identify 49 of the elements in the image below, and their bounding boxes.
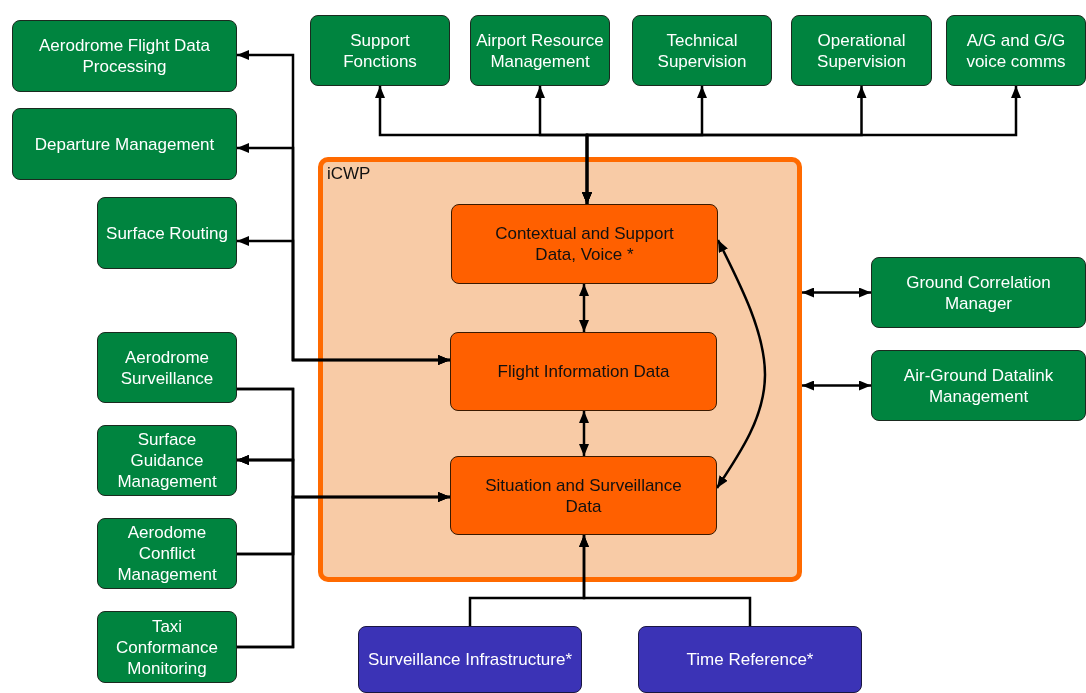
process-box <box>470 15 610 86</box>
process-box <box>946 15 1086 86</box>
box-label: Contextual and Support Data, Voice * <box>494 223 675 265</box>
box-label: Airport Resource Management <box>475 29 605 72</box>
process-box <box>638 626 862 693</box>
process-box <box>97 518 237 589</box>
process-box <box>97 197 237 269</box>
process-box <box>358 626 582 693</box>
box-label: Departure Management <box>33 133 216 155</box>
box-label: Aerodome Conflict Management <box>116 522 218 585</box>
process-box <box>97 611 237 683</box>
box-label: Taxi Conformance Monitoring <box>114 615 220 679</box>
connector-arrow <box>237 492 450 649</box>
connector-arrow <box>715 239 767 489</box>
box-label: Surface Routing <box>105 222 229 244</box>
process-box <box>451 204 718 284</box>
process-box <box>97 332 237 403</box>
process-box <box>97 425 237 496</box>
box-label: Technical Supervision <box>656 29 748 72</box>
process-box <box>450 332 717 411</box>
box-label: A/G and G/G voice comms <box>965 29 1067 72</box>
box-label: Surveillance Infrastructure* <box>366 649 574 670</box>
box-label: Air-Ground Datalink Management <box>902 364 1055 407</box>
box-label: Aerodrome Flight Data Processing <box>38 35 211 77</box>
process-box <box>450 456 717 535</box>
container-box <box>318 157 802 582</box>
box-label: Flight Information Data <box>496 361 671 382</box>
connector-arrow <box>579 411 589 456</box>
process-box <box>310 15 450 86</box>
process-box <box>871 350 1086 421</box>
connector-arrow <box>237 236 450 365</box>
group-title: iCWP <box>327 163 371 184</box>
connector-arrow <box>802 380 871 391</box>
process-box <box>632 15 772 86</box>
connector-arrow <box>582 86 1021 204</box>
process-box <box>871 257 1086 328</box>
connector-arrow <box>579 535 752 626</box>
box-label: Operational Supervision <box>816 29 907 72</box>
box-label: Aerodrome Surveillance <box>119 346 215 389</box>
box-label: Situation and Surveillance Data <box>484 474 683 517</box>
connector-arrow <box>579 284 589 332</box>
box-label: Ground Correlation Manager <box>905 271 1052 314</box>
box-label: Support Fonctions <box>342 29 418 72</box>
process-box <box>12 108 237 180</box>
box-label: Time Reference* <box>685 649 815 670</box>
connector-arrow <box>802 287 871 298</box>
box-label: Surface Guidance Management <box>116 429 218 492</box>
process-box <box>791 15 932 86</box>
process-box <box>12 20 237 92</box>
